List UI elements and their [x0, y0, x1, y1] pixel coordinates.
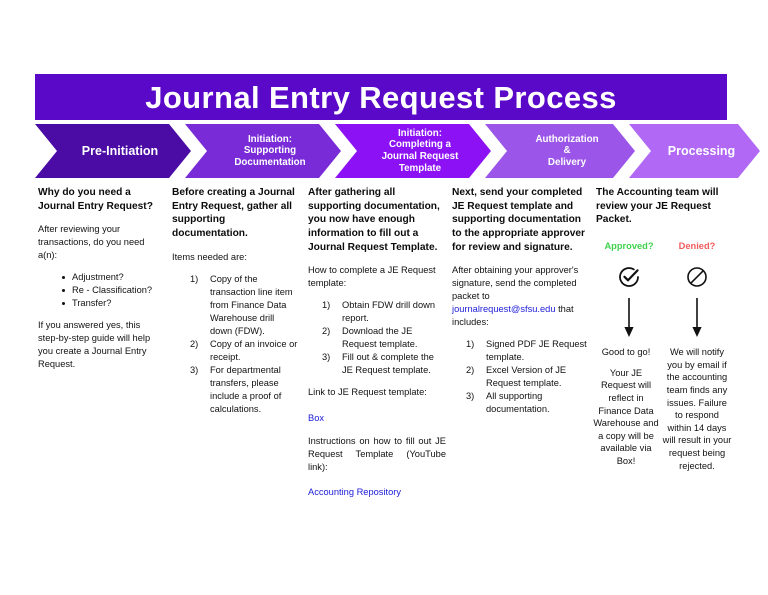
column-pre-initiation: Why do you need a Journal Entry Request?…: [38, 186, 162, 380]
approved-outcome: Good to go! Your JE Request will reflect…: [592, 346, 660, 468]
denied-label: Denied?: [678, 241, 716, 252]
column-paragraph: Items needed are:: [172, 251, 247, 262]
stage-chevron-pre-initiation[interactable]: Pre-Initiation: [35, 124, 191, 178]
stage-label: Initiation: Supporting Documentation: [234, 133, 306, 168]
stage-label: Authorization & Delivery: [535, 133, 599, 168]
stage-label: Pre-Initiation: [81, 143, 159, 158]
journal-request-email-link[interactable]: journalrequest@sfsu.edu: [452, 303, 556, 314]
column-heading: The Accounting team will review your JE …: [596, 187, 719, 226]
column-processing: The Accounting team will review your JE …: [596, 186, 728, 351]
column-supporting-documentation: Before creating a Journal Entry Request,…: [172, 186, 298, 425]
column-paragraph: If you answered yes, this step-by-step g…: [38, 320, 151, 369]
down-arrow-icon: [598, 298, 660, 338]
page-title: Journal Entry Request Process: [145, 79, 617, 115]
down-arrow-icon: [666, 298, 728, 338]
column-heading: Next, send your completed JE Request tem…: [452, 187, 586, 253]
list-item: Re - Classification?: [62, 284, 162, 297]
column-paragraph: How to complete a JE Request template:: [308, 265, 436, 289]
reason-bullet-list: Adjustment? Re - Classification? Transfe…: [38, 271, 162, 311]
stage-label: Processing: [667, 143, 736, 158]
column-heading: Before creating a Journal Entry Request,…: [172, 187, 295, 240]
stage-chevron-initiation-completing-template[interactable]: Initiation: Completing a Journal Request…: [335, 124, 491, 178]
column-paragraph: After reviewing your transactions, do yo…: [38, 224, 145, 260]
paragraph-suffix: that includes:: [452, 303, 574, 327]
accounting-repository-link[interactable]: Accounting Repository: [308, 487, 402, 498]
branch-approved: Approved?: [598, 241, 660, 338]
packet-contents-list: Signed PDF JE Request template. Excel Ve…: [452, 338, 592, 416]
column-completing-template: After gathering all supporting documenta…: [308, 186, 446, 509]
stage-label: Initiation: Completing a Journal Request…: [381, 127, 459, 174]
list-item: All supporting documentation.: [466, 390, 550, 414]
stage-chevron-initiation-supporting-documentation[interactable]: Initiation: Supporting Documentation: [185, 124, 341, 178]
approved-label: Approved?: [604, 241, 654, 252]
branch-denied: Denied?: [666, 241, 728, 338]
list-item: Download the JE Request template.: [322, 325, 418, 350]
outcome-body: Your JE Request will reflect in Finance …: [593, 367, 659, 467]
required-items-list: Copy of the transaction line item from F…: [172, 273, 298, 416]
list-item: Fill out & complete the JE Request templ…: [322, 351, 434, 376]
column-heading: Why do you need a Journal Entry Request?: [38, 187, 153, 212]
list-item: Adjustment?: [62, 271, 162, 284]
column-paragraph: Link to JE Request template:: [308, 387, 427, 398]
stage-chevron-processing[interactable]: Processing: [629, 124, 760, 178]
column-paragraph: Instructions on how to fill out JE Reque…: [308, 435, 446, 472]
list-item: For departmental transfers, please inclu…: [190, 364, 282, 414]
denied-outcome: We will notify you by email if the accou…: [662, 346, 732, 472]
paragraph-prefix: After obtaining your approver's signatur…: [452, 265, 579, 302]
list-item: Transfer?: [62, 297, 162, 310]
outcome-body: We will notify you by email if the accou…: [662, 347, 732, 471]
list-item: Copy of the transaction line item from F…: [190, 273, 293, 336]
decision-branch: Approved? Denied?: [596, 241, 728, 351]
column-heading: After gathering all supporting documenta…: [308, 187, 440, 253]
list-item: Copy of an invoice or receipt.: [190, 338, 298, 362]
column-paragraph: After obtaining your approver's signatur…: [452, 264, 592, 328]
list-item: Obtain FDW drill down report.: [322, 299, 435, 324]
box-template-link[interactable]: Box: [308, 412, 325, 423]
list-item: Signed PDF JE Request template.: [466, 338, 587, 362]
stage-chevron-authorization-delivery[interactable]: Authorization & Delivery: [485, 124, 635, 178]
list-item: Excel Version of JE Request template.: [466, 364, 567, 388]
page-title-banner: Journal Entry Request Process: [35, 74, 727, 120]
column-authorization-delivery: Next, send your completed JE Request tem…: [452, 186, 592, 425]
check-circle-icon: [598, 264, 660, 290]
outcome-headline: Good to go!: [601, 347, 651, 357]
prohibited-circle-icon: [666, 264, 728, 290]
template-steps-list: Obtain FDW drill down report. Download t…: [308, 299, 446, 377]
process-stage-strip: Pre-Initiation Initiation: Supporting Do…: [35, 124, 727, 178]
